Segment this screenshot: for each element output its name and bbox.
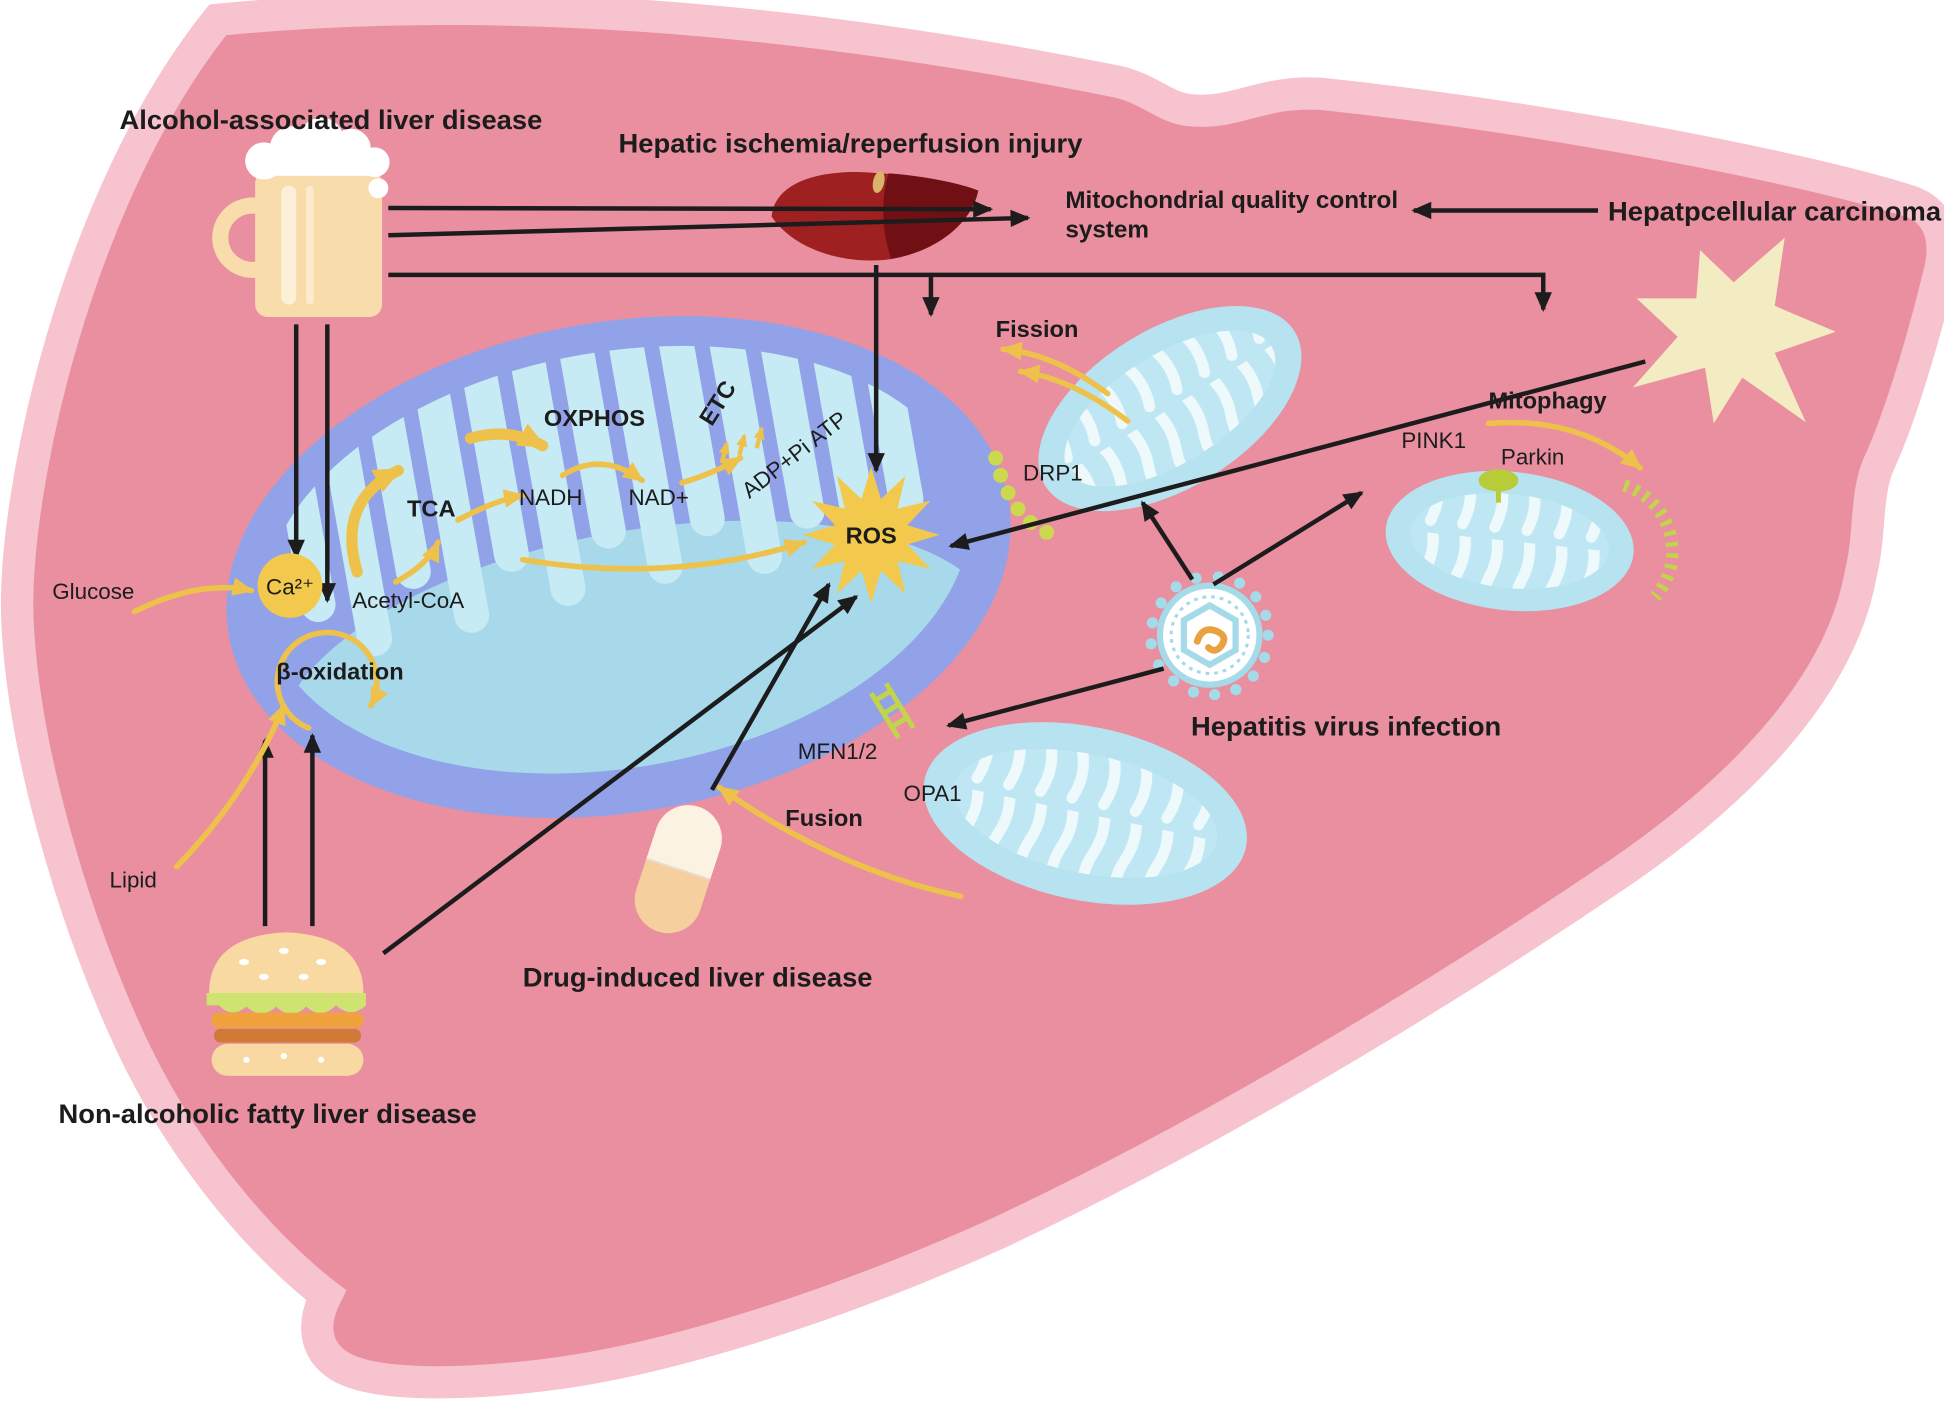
hamburger-icon [206,932,366,1076]
label-acetyl-coa: Acetyl-CoA [352,588,464,613]
label-fusion: Fusion [785,805,862,831]
label-drug-disease: Drug-induced liver disease [523,962,873,993]
label-hepatitis: Hepatitis virus infection [1191,710,1501,741]
label-nad-plus: NAD+ [629,485,689,510]
label-mitophagy: Mitophagy [1488,388,1606,414]
label-opa1: OPA1 [904,781,962,806]
label-calcium: Ca²⁺ [266,574,314,599]
label-drp1: DRP1 [1023,460,1083,485]
fusion-mitochondrion [923,722,1247,905]
drp1-beads [988,450,1055,540]
pill-icon [634,805,722,934]
ros-star [802,466,940,603]
phagophore-arc [1622,479,1679,601]
label-mfn: MFN1/2 [798,739,878,764]
label-ischemia: Hepatic ischemia/reperfusion injury [619,127,1084,158]
label-fission: Fission [996,316,1079,342]
label-mqc-line2: system [1065,217,1149,244]
beer-mug-icon [212,117,390,317]
label-alcohol-disease: Alcohol-associated liver disease [119,104,542,135]
calcium-badge [257,553,323,618]
label-parkin: Parkin [1501,444,1564,469]
mfn-opa1-tether [869,682,916,740]
label-tca: TCA [407,495,456,521]
label-oxphos: OXPHOS [544,405,645,431]
label-ros: ROS [846,523,897,549]
label-lipid: Lipid [110,868,157,893]
label-nadh: NADH [519,485,582,510]
label-pink1: PINK1 [1401,428,1466,453]
liver-icon [771,171,979,261]
black-arrows [256,200,1646,956]
parkin-blob [1478,469,1519,503]
mitophagy-mitochondrion [1385,470,1634,612]
label-glucose: Glucose [52,579,134,604]
label-carcinoma: Hepatpcellular carcinoma [1608,195,1942,226]
label-mqc-line1: Mitochondrial quality control [1065,187,1398,214]
fission-mitochondrion [1038,306,1302,512]
label-beta-oxidation: β-oxidation [276,659,403,685]
yellow-arrows [131,341,1644,900]
label-nafld: Non-alcoholic fatty liver disease [58,1098,476,1129]
cancer-cell-icon [1632,237,1836,424]
virus-icon [1145,571,1274,701]
